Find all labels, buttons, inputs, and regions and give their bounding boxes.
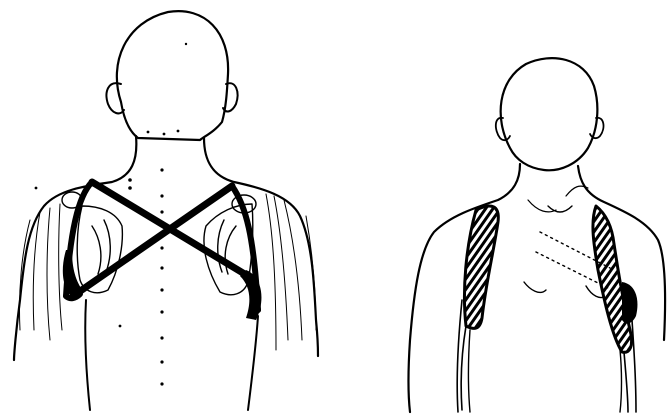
head-front [496,58,604,170]
shoulder-strap-right [593,206,638,352]
strap-tails [461,326,628,412]
head-back [107,11,238,140]
shoulder-strap-left [464,206,498,328]
posterior-view [14,11,318,410]
torso-back-outline [14,136,318,410]
anterior-view [409,58,666,412]
spine-dots [35,43,188,386]
